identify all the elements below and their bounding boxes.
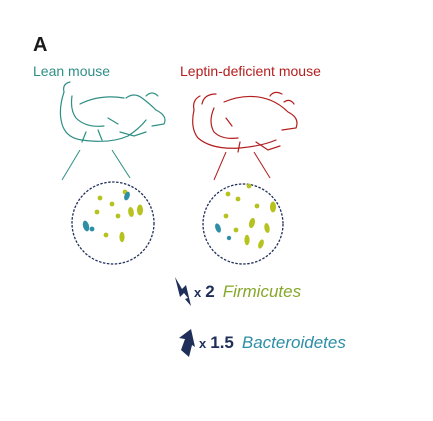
firmicutes-multiplier-value: 2: [205, 282, 215, 301]
lean-mouse-label: Lean mouse: [33, 63, 111, 79]
firmicutes-label: Firmicutes: [222, 282, 302, 301]
panel-letter: A: [33, 34, 48, 56]
bacteroidetes-multiplier-symbol: x: [199, 335, 207, 351]
lean-gut-microbiota-circle: [71, 181, 155, 265]
leptin-deficient-mouse-label: Leptin-deficient mouse: [180, 63, 321, 79]
lean-mouse-icon: [59, 81, 166, 143]
bacteroidetes-multiplier-value: 1.5: [210, 333, 234, 352]
increase-arrow-icon: [175, 277, 191, 306]
bacteroidetes-change-row: x 1.5 Bacteroidetes: [177, 328, 346, 358]
leptin-deficient-mouse-icon: [192, 91, 298, 153]
bacteroidetes-label: Bacteroidetes: [241, 333, 346, 352]
firmicutes-multiplier-symbol: x: [194, 284, 202, 300]
firmicutes-change-row: x 2 Firmicutes: [172, 276, 301, 308]
decrease-arrow-icon: [179, 329, 195, 357]
leptin-deficient-gut-microbiota-circle: [202, 183, 284, 265]
